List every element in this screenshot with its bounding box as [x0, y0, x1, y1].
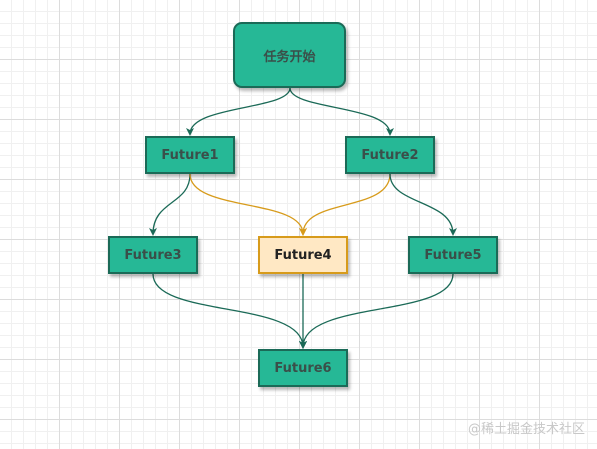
node-future4[interactable]: Future4 [258, 236, 348, 274]
edge-future2-future5[interactable] [389, 173, 457, 236]
node-future3[interactable]: Future3 [108, 236, 198, 274]
edge-future1-future3[interactable] [149, 173, 191, 236]
node-future1[interactable]: Future1 [145, 136, 235, 174]
edge-start-future1[interactable] [186, 87, 291, 136]
edge-future3-future6[interactable] [152, 273, 307, 349]
node-start[interactable]: 任务开始 [233, 22, 346, 88]
edge-future2-future4[interactable] [299, 173, 391, 236]
node-future6[interactable]: Future6 [258, 349, 348, 387]
node-future5[interactable]: Future5 [408, 236, 498, 274]
edge-future1-future4[interactable] [189, 173, 307, 236]
node-future2[interactable]: Future2 [345, 136, 435, 174]
watermark: @稀土掘金技术社区 [467, 422, 585, 437]
edge-start-future2[interactable] [289, 87, 394, 136]
edge-future5-future6[interactable] [299, 273, 454, 349]
